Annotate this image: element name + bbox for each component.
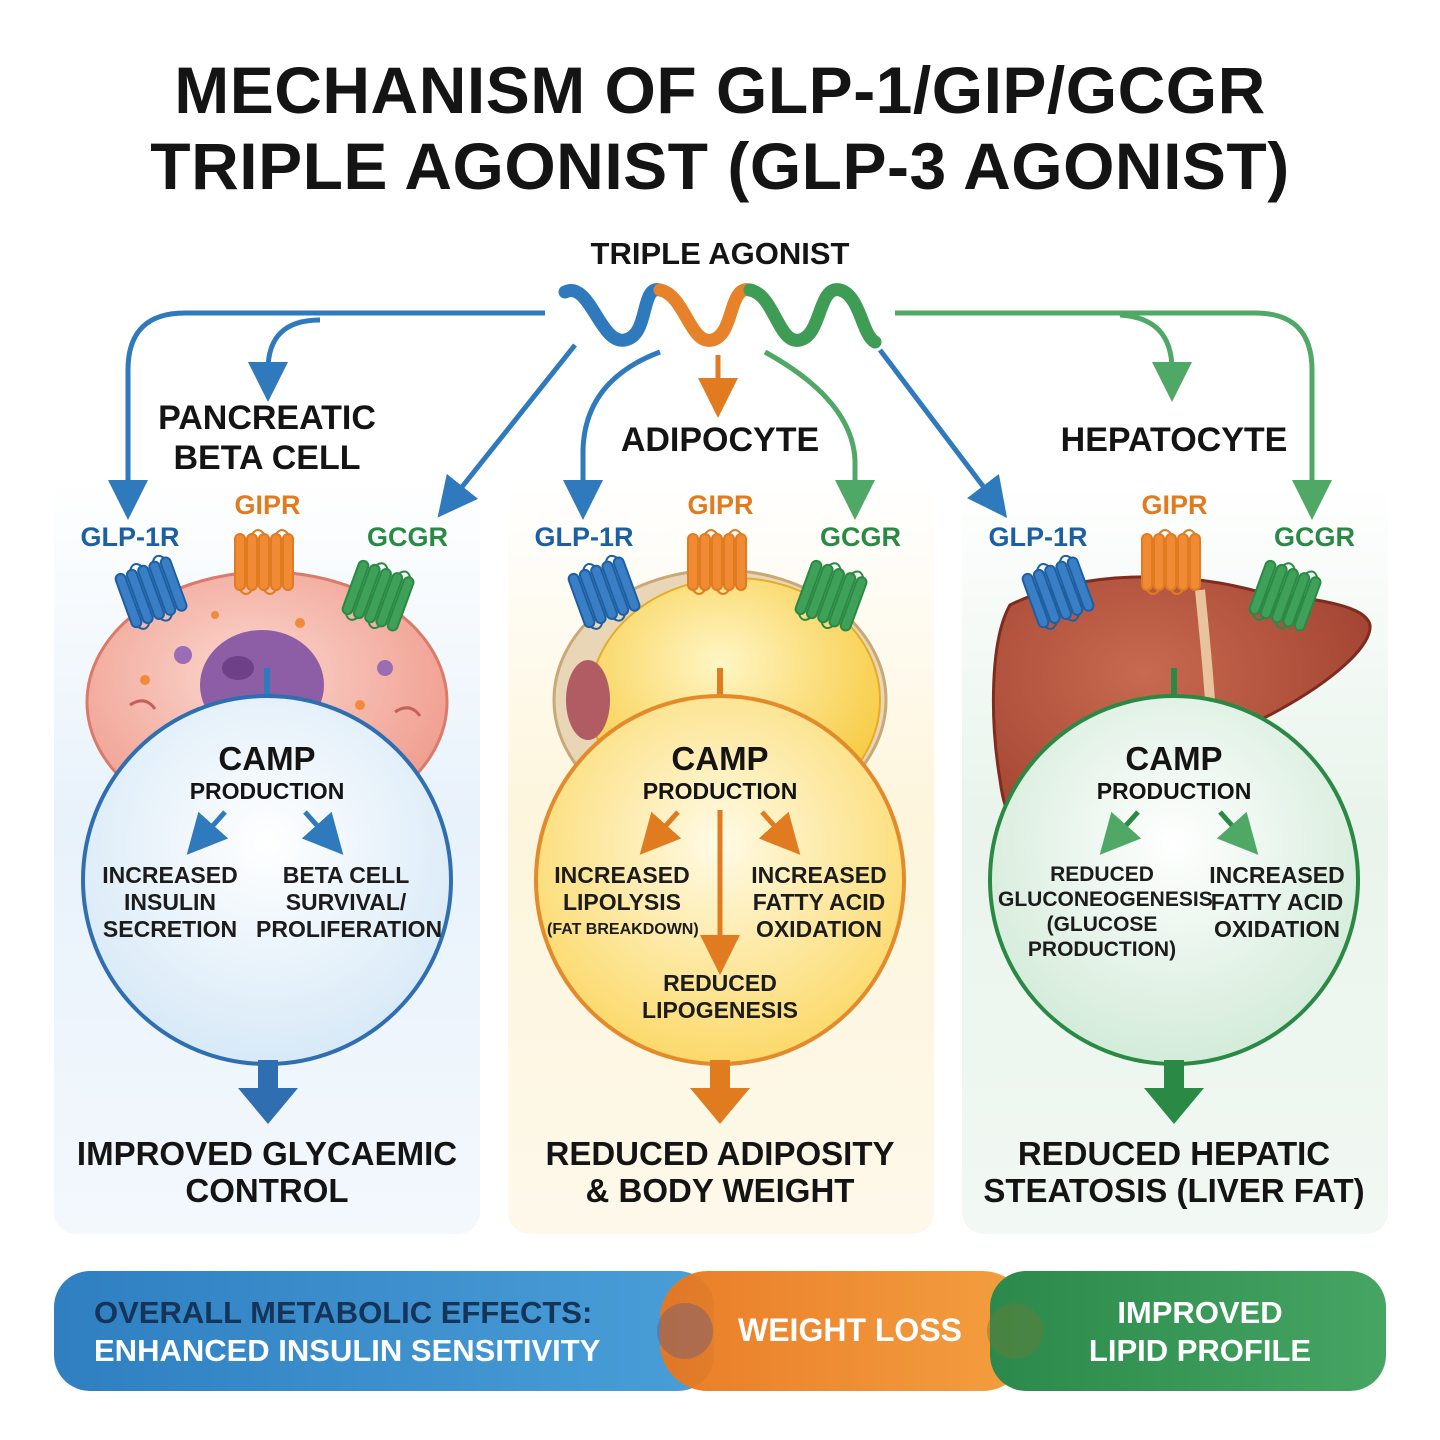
effect-subline: (FAT BREAKDOWN) xyxy=(547,921,699,938)
camp-sub-text: PRODUCTION xyxy=(1096,778,1252,804)
banner-overall-effects: OVERALL METABOLIC EFFECTS: ENHANCED INSU… xyxy=(94,1294,600,1370)
outcome-line-2: CONTROL xyxy=(185,1172,349,1209)
receptor-label-gcgr: GCGR xyxy=(820,522,901,552)
effect-line: INCREASED xyxy=(751,862,887,888)
camp-sub-text: PRODUCTION xyxy=(189,778,345,804)
outcome-hepatocyte: REDUCED HEPATIC STEATOSIS (LIVER FAT) xyxy=(969,1135,1379,1209)
receptor-icon xyxy=(1248,559,1322,632)
effect-fatty-acid-oxidation: INCREASED FATTY ACID OXIDATION xyxy=(744,862,894,943)
outcome-line-1: REDUCED ADIPOSITY xyxy=(545,1135,895,1172)
receptor-label-gipr: GIPR xyxy=(687,490,754,520)
receptor-label-gipr: GIPR xyxy=(1141,490,1208,520)
effect-line: GLUCONEOGENESIS xyxy=(998,888,1213,911)
effect-line: OXIDATION xyxy=(1213,916,1341,942)
outcome-line-2: & BODY WEIGHT xyxy=(585,1172,855,1209)
effect-line: INSULIN xyxy=(124,889,216,915)
effect-line: PROLIFERATION xyxy=(256,916,443,942)
outcome-line-1: REDUCED HEPATIC xyxy=(1017,1135,1331,1172)
outcome-arrows xyxy=(238,1060,1204,1124)
camp-label-beta: CAMP PRODUCTION xyxy=(167,742,367,806)
effect-line: SURVIVAL/ xyxy=(285,889,407,915)
effect-lipolysis: INCREASED LIPOLYSIS (FAT BREAKDOWN) xyxy=(547,862,699,943)
receptor-icon xyxy=(567,554,641,630)
banner-right-line-1: IMPROVED xyxy=(1117,1295,1283,1330)
cell-title-beta: PANCREATIC BETA CELL xyxy=(117,398,417,478)
receptor-icon xyxy=(687,529,747,595)
receptor-icon xyxy=(341,559,415,632)
banner-left-line-2: ENHANCED INSULIN SENSITIVITY xyxy=(94,1333,601,1368)
effect-line: BETA CELL xyxy=(282,862,410,888)
camp-label-adipocyte: CAMP PRODUCTION xyxy=(620,742,820,806)
effect-reduced-lipogenesis: REDUCED LIPOGENESIS xyxy=(630,970,810,1024)
receptor-label-gcgr: GCGR xyxy=(1274,522,1355,552)
effect-fatty-acid-oxidation-liver: INCREASED FATTY ACID OXIDATION xyxy=(1202,862,1352,943)
receptor-icon xyxy=(114,554,188,630)
outcome-line-1: IMPROVED GLYCAEMIC xyxy=(76,1135,458,1172)
effect-insulin-secretion: INCREASED INSULIN SECRETION xyxy=(95,862,245,943)
effect-line: OXIDATION xyxy=(755,916,883,942)
effect-line: PRODUCTION) xyxy=(1027,938,1177,961)
camp-text: CAMP xyxy=(671,740,769,777)
cell-title-beta-line-1: PANCREATIC xyxy=(158,399,376,437)
camp-label-hepatocyte: CAMP PRODUCTION xyxy=(1074,742,1274,806)
receptor-label-glp1r: GLP-1R xyxy=(80,522,180,552)
receptor-label-gipr: GIPR xyxy=(234,490,301,520)
effect-line: (GLUCOSE xyxy=(1046,913,1158,936)
effect-line: SECRETION xyxy=(102,916,238,942)
pathway-arrows xyxy=(108,310,1332,520)
effect-line: INCREASED xyxy=(554,862,690,888)
effect-reduced-gluconeogenesis: REDUCED GLUCONEOGENESIS (GLUCOSE PRODUCT… xyxy=(998,862,1213,962)
effect-beta-cell-survival: BETA CELL SURVIVAL/ PROLIFERATION xyxy=(256,862,443,943)
peptide-helix-icon xyxy=(558,283,882,349)
effect-line: INCREASED xyxy=(1209,862,1345,888)
effect-line: LIPOGENESIS xyxy=(642,997,798,1023)
receptor-icon xyxy=(1021,554,1095,630)
receptor-group xyxy=(114,529,1322,632)
camp-sub-text: PRODUCTION xyxy=(642,778,798,804)
banner-right-line-2: LIPID PROFILE xyxy=(1088,1333,1312,1368)
receptor-label-glp1r: GLP-1R xyxy=(988,522,1088,552)
camp-text: CAMP xyxy=(1125,740,1223,777)
cell-title-hepatocyte: HEPATOCYTE xyxy=(1060,421,1288,459)
banner-left-line-1: OVERALL METABOLIC EFFECTS: xyxy=(94,1295,593,1330)
triple-agonist-label: TRIPLE AGONIST xyxy=(590,236,850,271)
banner-lipid-profile: IMPROVED LIPID PROFILE xyxy=(1050,1294,1350,1370)
outcome-beta: IMPROVED GLYCAEMIC CONTROL xyxy=(62,1135,472,1209)
cell-title-beta-line-2: BETA CELL xyxy=(173,439,361,477)
cell-title-adipocyte: ADIPOCYTE xyxy=(620,421,820,459)
effect-line: REDUCED xyxy=(1050,863,1154,886)
summary-banner xyxy=(54,1271,1386,1391)
receptor-label-gcgr: GCGR xyxy=(367,522,448,552)
effect-line: FATTY ACID xyxy=(1210,889,1344,915)
effect-line: INCREASED xyxy=(102,862,238,888)
receptor-icon xyxy=(794,559,868,632)
outcome-adipocyte: REDUCED ADIPOSITY & BODY WEIGHT xyxy=(515,1135,925,1209)
page-title: MECHANISM OF GLP-1/GIP/GCGR TRIPLE AGONI… xyxy=(0,52,1440,204)
title-line-1: MECHANISM OF GLP-1/GIP/GCGR xyxy=(174,53,1266,127)
effect-line: FATTY ACID xyxy=(752,889,886,915)
title-line-2: TRIPLE AGONIST (GLP-3 AGONIST) xyxy=(150,129,1290,203)
receptor-icon xyxy=(1141,529,1201,595)
camp-text: CAMP xyxy=(218,740,316,777)
effect-line: REDUCED xyxy=(663,970,777,996)
receptor-label-glp1r: GLP-1R xyxy=(534,522,634,552)
receptor-icon xyxy=(234,529,294,595)
banner-weight-loss: WEIGHT LOSS xyxy=(738,1312,962,1348)
outcome-line-2: STEATOSIS (LIVER FAT) xyxy=(983,1172,1365,1209)
effect-line: LIPOLYSIS xyxy=(562,889,682,915)
